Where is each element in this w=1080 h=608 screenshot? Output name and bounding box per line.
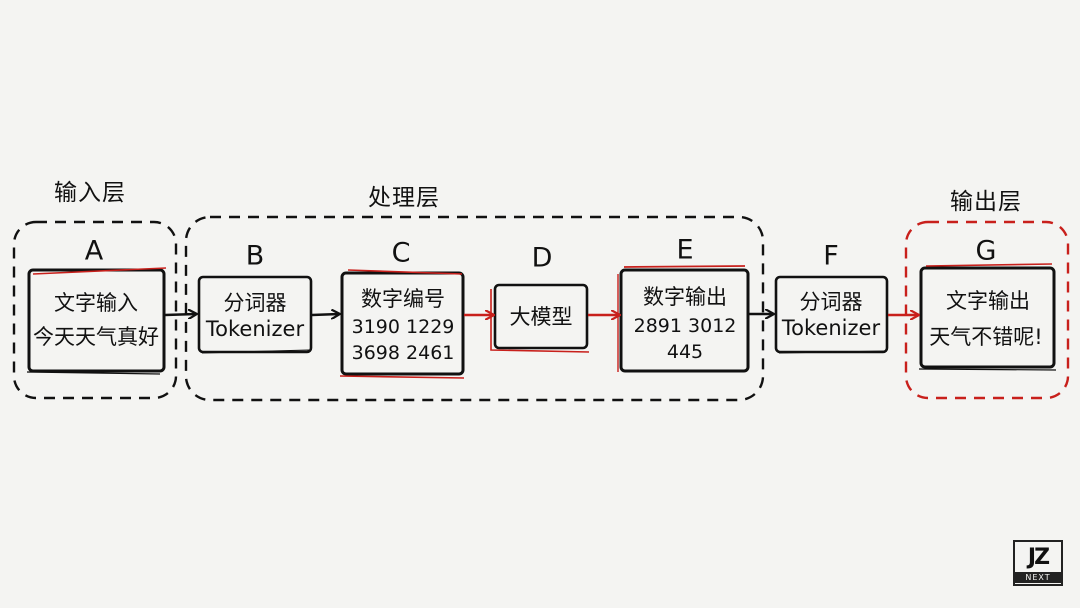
node-a-box [26,267,167,375]
node-a-example: 今天天气真好 [33,325,159,349]
node-c-title: 数字编号 [361,287,445,311]
node-e-letter: E [676,234,694,266]
node-e-ids-2: 445 [666,341,704,363]
node-c-letter: C [391,237,411,269]
node-e-title: 数字输出 [643,285,727,309]
node-g-title: 文字输出 [946,289,1030,313]
processing-layer-group [184,215,765,402]
logo-subtext: NEXT [1015,572,1061,583]
node-c-box [339,269,465,379]
node-b-letter: B [245,240,265,272]
brand-logo: JZ NEXT [1013,540,1063,586]
node-g-box [918,263,1057,371]
node-b-box [197,275,313,354]
node-e-box [617,265,750,373]
node-b-title: 分词器 [223,291,287,315]
output-layer-label: 输出层 [950,189,1022,215]
node-d-box [490,283,590,353]
node-d-title: 大模型 [509,305,573,329]
node-f-letter: F [823,240,839,272]
node-f-subtitle: Tokenizer [781,316,881,340]
logo-mark: JZ [1027,545,1050,570]
node-a-title: 文字输入 [54,291,138,315]
node-b-subtitle: Tokenizer [205,317,305,341]
node-c-ids-2: 3698 2461 [351,342,455,364]
node-a-letter: A [84,235,104,267]
node-d-letter: D [531,242,553,274]
node-c-ids-1: 3190 1229 [351,316,455,338]
arrow-a-to-b [164,314,196,315]
output-layer-group [904,220,1070,400]
input-layer-label: 输入层 [54,180,126,206]
processing-layer-label: 处理层 [368,185,440,211]
node-g-letter: G [975,235,997,267]
node-f-title: 分词器 [799,290,863,314]
node-g-example: 天气不错呢! [929,325,1043,349]
node-e-ids-1: 2891 3012 [633,315,737,337]
arrow-b-to-c [311,314,339,315]
input-layer-group [12,220,178,400]
node-f-box [774,275,889,354]
